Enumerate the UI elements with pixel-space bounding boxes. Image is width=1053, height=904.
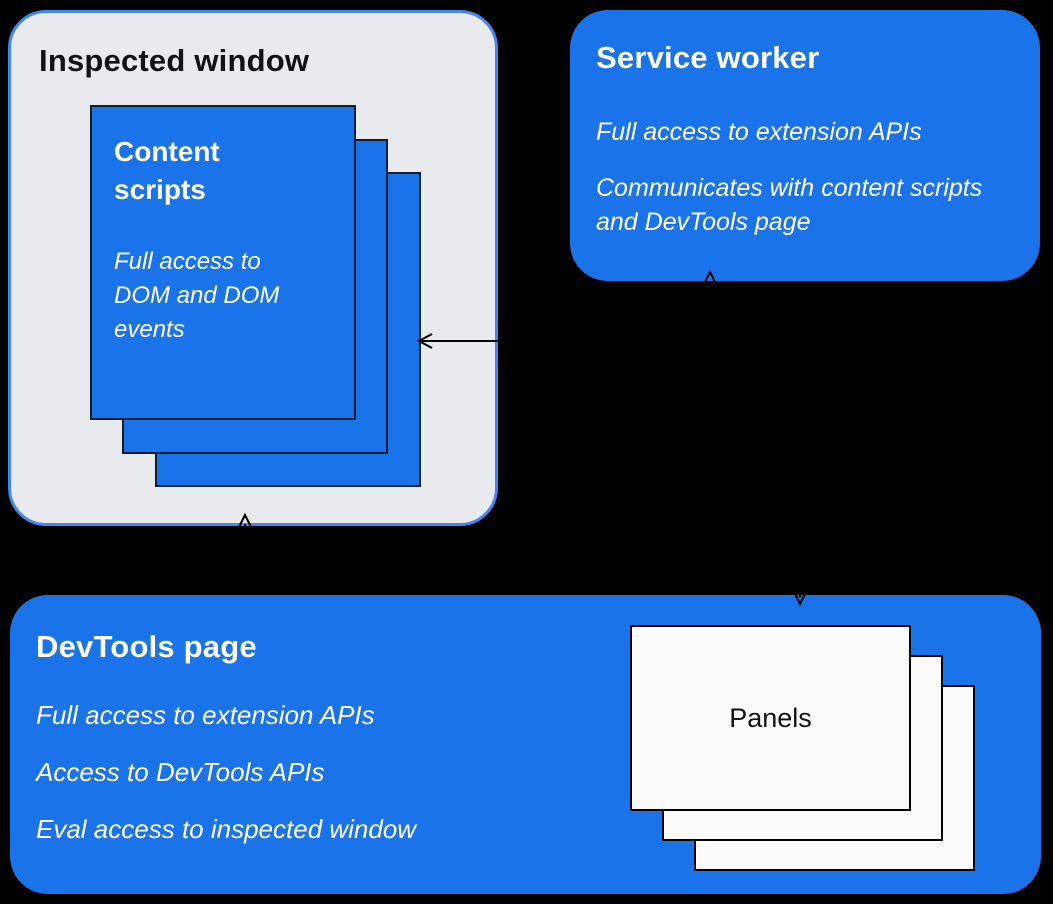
devtools-page-box: DevTools page Full access to extension A… (10, 595, 1041, 894)
content-scripts-card: Content scripts Full access to DOM and D… (90, 105, 356, 420)
devtools-page-line: Full access to extension APIs (36, 700, 375, 730)
content-scripts-description: Full access to DOM and DOM events (114, 248, 280, 343)
service-worker-line: Communicates with content scripts and De… (596, 174, 983, 236)
service-worker-title: Service worker (596, 40, 820, 75)
content-scripts-title: Content scripts (114, 136, 220, 205)
panels-title: Panels (729, 702, 812, 733)
devtools-page-line: Eval access to inspected window (36, 814, 417, 844)
service-worker-line: Full access to extension APIs (596, 118, 922, 146)
inspected-window-title: Inspected window (39, 43, 310, 78)
devtools-page-title: DevTools page (36, 629, 257, 664)
devtools-page-line: Access to DevTools APIs (36, 757, 325, 787)
service-worker-box: Service worker Full access to extension … (570, 10, 1040, 281)
panels-card: Panels (630, 625, 911, 811)
inspected-window-box: Inspected window Content scripts Full ac… (8, 10, 498, 526)
